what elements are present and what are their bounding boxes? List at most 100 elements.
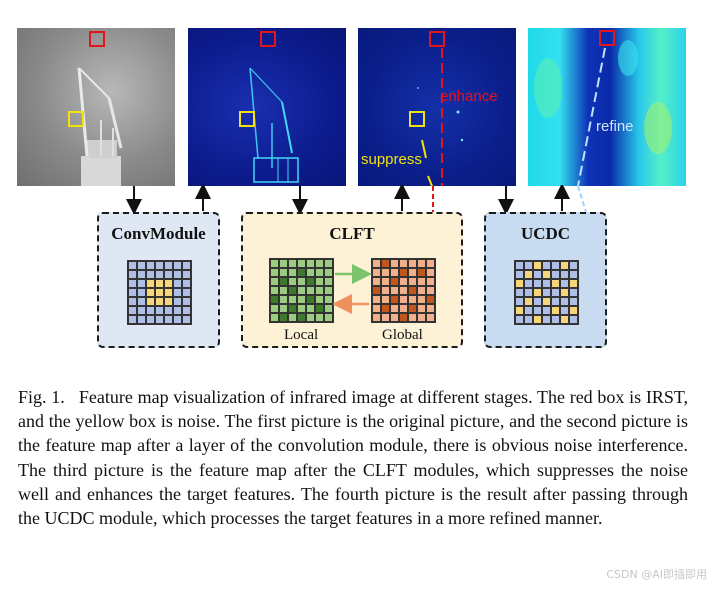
grid-cell: [155, 306, 164, 315]
grid-cell: [560, 306, 569, 315]
grid-cell: [408, 304, 417, 313]
grid-cell: [542, 279, 551, 288]
grid-cell: [306, 313, 315, 322]
grid-cell: [137, 288, 146, 297]
suppress-label: suppress: [361, 151, 422, 168]
clft-exchange-arrows: [333, 264, 372, 314]
grid-cell: [426, 259, 435, 268]
global-grid: [371, 258, 436, 323]
clft-block: CLFT Local Global: [241, 212, 463, 348]
grid-cell: [560, 261, 569, 270]
grid-cell: [128, 288, 137, 297]
ucdc-texture: [534, 40, 672, 186]
grid-cell: [288, 286, 297, 295]
grid-cell: [372, 286, 381, 295]
grid-cell: [128, 270, 137, 279]
grid-cell: [390, 295, 399, 304]
grid-cell: [533, 315, 542, 324]
original-infrared-image: [17, 28, 175, 186]
grid-cell: [146, 270, 155, 279]
grid-cell: [524, 261, 533, 270]
grid-cell: [551, 270, 560, 279]
grid-cell: [288, 277, 297, 286]
grid-cell: [399, 268, 408, 277]
grid-cell: [372, 277, 381, 286]
grid-cell: [569, 288, 578, 297]
grid-cell: [324, 277, 333, 286]
grid-cell: [288, 295, 297, 304]
grid-cell: [372, 259, 381, 268]
grid-cell: [324, 259, 333, 268]
grid-cell: [324, 286, 333, 295]
grid-cell: [315, 286, 324, 295]
grid-cell: [542, 261, 551, 270]
grid-cell: [372, 268, 381, 277]
grid-cell: [128, 306, 137, 315]
target-box: [599, 30, 615, 46]
grid-cell: [408, 313, 417, 322]
global-label: Global: [382, 327, 423, 343]
grid-cell: [164, 306, 173, 315]
grid-cell: [297, 295, 306, 304]
grid-cell: [324, 295, 333, 304]
grid-cell: [542, 297, 551, 306]
grid-cell: [551, 315, 560, 324]
grid-cell: [164, 261, 173, 270]
grid-cell: [297, 304, 306, 313]
grid-cell: [417, 277, 426, 286]
grid-cell: [315, 304, 324, 313]
grid-cell: [315, 268, 324, 277]
grid-cell: [515, 270, 524, 279]
grid-cell: [137, 315, 146, 324]
grid-cell: [569, 306, 578, 315]
grid-cell: [173, 270, 182, 279]
grid-cell: [297, 268, 306, 277]
grid-cell: [381, 286, 390, 295]
grid-cell: [381, 313, 390, 322]
grid-cell: [164, 279, 173, 288]
grid-cell: [515, 261, 524, 270]
grid-cell: [155, 270, 164, 279]
grid-cell: [279, 304, 288, 313]
grid-cell: [146, 279, 155, 288]
grid-cell: [164, 288, 173, 297]
grid-cell: [533, 288, 542, 297]
ucdc-grid: [514, 260, 579, 325]
target-box: [260, 31, 276, 47]
grid-cell: [182, 315, 191, 324]
grid-cell: [524, 306, 533, 315]
grid-cell: [146, 288, 155, 297]
grid-cell: [515, 297, 524, 306]
grid-cell: [137, 279, 146, 288]
grid-cell: [297, 277, 306, 286]
grid-cell: [270, 313, 279, 322]
grid-cell: [533, 261, 542, 270]
grid-cell: [137, 306, 146, 315]
grid-cell: [551, 279, 560, 288]
grid-cell: [551, 288, 560, 297]
convmodule-grid: [127, 260, 192, 325]
grid-cell: [128, 297, 137, 306]
grid-cell: [324, 268, 333, 277]
local-grid: [269, 258, 334, 323]
grid-cell: [155, 297, 164, 306]
grid-cell: [297, 313, 306, 322]
clft-texture: [417, 48, 464, 186]
grid-cell: [173, 279, 182, 288]
grid-cell: [417, 259, 426, 268]
grid-cell: [146, 315, 155, 324]
grid-cell: [417, 304, 426, 313]
grid-cell: [146, 297, 155, 306]
grid-cell: [569, 261, 578, 270]
grid-cell: [524, 315, 533, 324]
grid-cell: [128, 261, 137, 270]
grid-cell: [270, 268, 279, 277]
grid-cell: [279, 286, 288, 295]
grid-cell: [372, 313, 381, 322]
grid-cell: [297, 286, 306, 295]
ucdc-title: UCDC: [520, 224, 571, 243]
convmodule-title: ConvModule: [111, 224, 206, 243]
caption-label: Fig. 1.: [18, 387, 65, 407]
grid-cell: [315, 313, 324, 322]
grid-cell: [399, 286, 408, 295]
